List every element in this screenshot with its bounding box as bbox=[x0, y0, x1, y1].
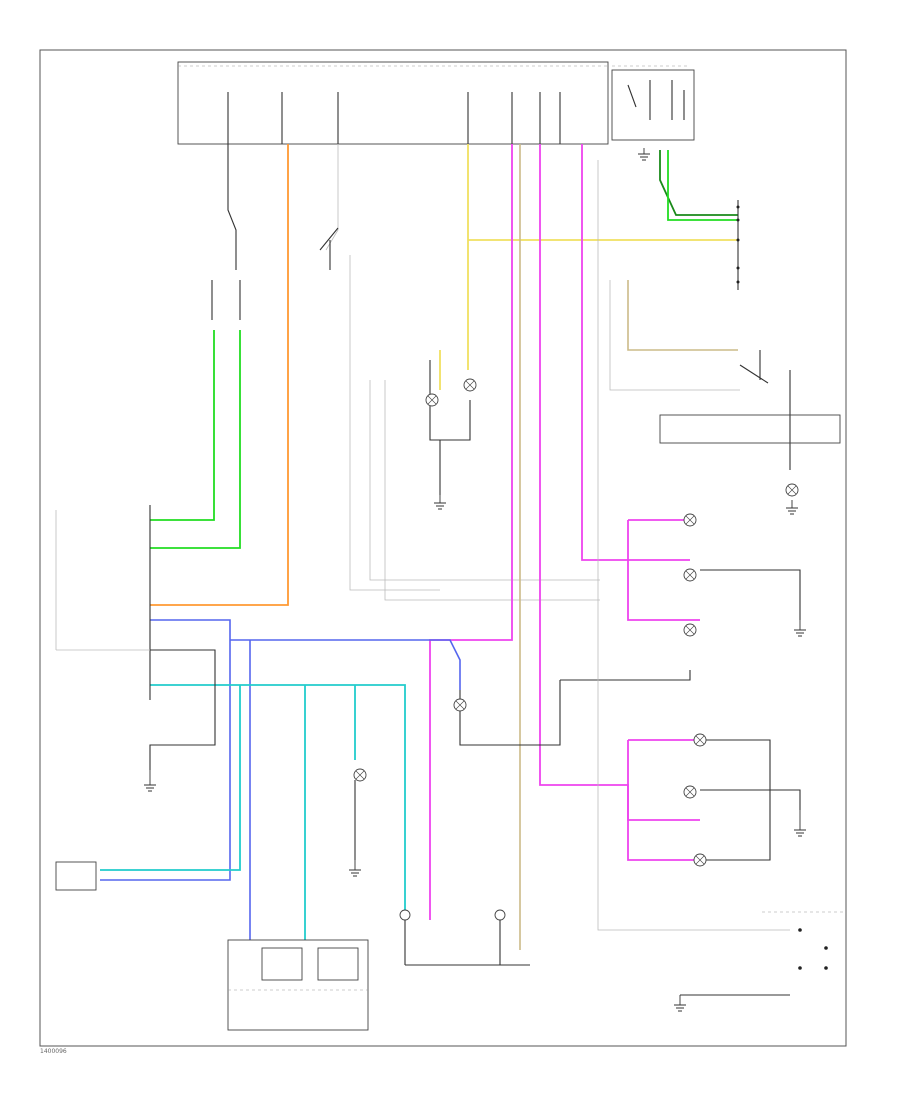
lamp-rear-left-tail bbox=[693, 853, 707, 867]
instrument-cluster-box bbox=[227, 939, 369, 1031]
lamp-left-front bbox=[353, 768, 367, 782]
lamp-trailer bbox=[785, 483, 799, 497]
wire-blue-2 bbox=[230, 639, 461, 690]
wire-black-rear-r bbox=[700, 569, 801, 620]
wire-gray-switch bbox=[609, 280, 740, 391]
lamp-rear-right-stop bbox=[683, 513, 697, 527]
wire-black-1 bbox=[227, 144, 237, 270]
lamp-license-right bbox=[494, 909, 506, 921]
wire-pink-2 bbox=[539, 144, 700, 861]
ground-symbol-6 bbox=[794, 810, 806, 837]
wire-black-rear-l bbox=[700, 739, 801, 861]
relay-symbol bbox=[611, 69, 695, 141]
wire-pink-3 bbox=[581, 144, 700, 621]
ground-symbol-3 bbox=[794, 620, 806, 637]
wire-black-ground-l bbox=[149, 649, 216, 770]
stop-lamp-switch bbox=[319, 227, 339, 270]
wire-dkgreen bbox=[659, 150, 738, 216]
wire-pink-1 bbox=[429, 144, 513, 920]
lamp-rear-right-tail bbox=[683, 623, 697, 637]
ground-symbol-4 bbox=[144, 770, 156, 792]
wire-green-right-top bbox=[667, 150, 738, 221]
connector-right-pins bbox=[736, 205, 740, 284]
wire-yellow bbox=[467, 144, 738, 370]
lamp-high-mount bbox=[453, 698, 467, 712]
wire-cyan-2 bbox=[100, 685, 241, 871]
wire-black-rear bbox=[459, 670, 691, 746]
lamp-center-right bbox=[463, 378, 477, 392]
lamp-license-left bbox=[399, 909, 411, 921]
fuse-block-box bbox=[177, 61, 609, 145]
switch-contact bbox=[739, 350, 769, 384]
wire-orange bbox=[150, 144, 289, 606]
wire-green-right bbox=[150, 330, 241, 549]
ground-symbol-5 bbox=[349, 860, 361, 877]
lamp-rear-right-turn bbox=[683, 568, 697, 582]
ground-symbol-2 bbox=[786, 500, 798, 515]
cluster-indicator-left bbox=[261, 947, 303, 981]
fuse-terminals bbox=[227, 92, 561, 144]
wire-green-left bbox=[150, 330, 215, 521]
wire-tan-2 bbox=[627, 280, 738, 351]
diagram-frame bbox=[39, 49, 847, 1047]
wire-pink-4 bbox=[627, 739, 700, 821]
wire-blue-1 bbox=[100, 619, 231, 881]
lamp-rear-left-stop bbox=[693, 733, 707, 747]
ground-symbol-1 bbox=[434, 495, 446, 510]
wire-gray-right bbox=[597, 160, 790, 931]
lamp-rear-left-turn bbox=[683, 785, 697, 799]
trailer-connector-pins bbox=[762, 911, 846, 970]
ground-symbol-8 bbox=[638, 148, 650, 161]
ground-symbol-7 bbox=[674, 995, 686, 1012]
lamp-center-left bbox=[425, 393, 439, 407]
wire-black-2 bbox=[211, 280, 241, 320]
left-module-box bbox=[55, 861, 97, 891]
headlamp-switch-box bbox=[659, 414, 841, 444]
wire-gray-stop bbox=[325, 144, 440, 591]
diagram-code: 1400096 bbox=[40, 1048, 67, 1055]
wire-gray-2 bbox=[369, 380, 600, 601]
cluster-indicator-right bbox=[317, 947, 359, 981]
ground-splice-drops bbox=[404, 920, 501, 965]
wire-cyan-1 bbox=[150, 684, 406, 920]
